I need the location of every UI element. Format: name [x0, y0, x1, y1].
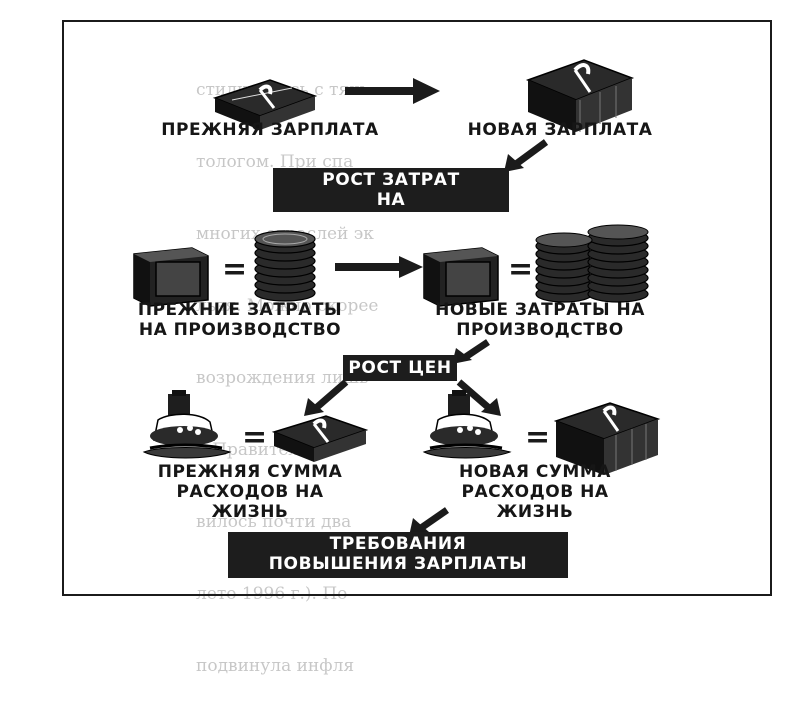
coins-piles-icon	[535, 224, 649, 303]
arrow-right-icon	[335, 256, 423, 278]
new-living-text: НОВАЯ СУММА РАСХОДОВ НА ЖИЗНЬ	[459, 462, 611, 522]
coins-stack-icon	[254, 230, 316, 302]
money-bundle-icon	[271, 415, 369, 462]
money-stack-icon	[553, 402, 661, 475]
old-costs-label: ПРЕЖНИЕ ЗАТРАТЫ НА ПРОИЗВОДСТВО	[120, 300, 360, 340]
price-growth-banner: РОСТ ЦЕН	[343, 355, 457, 381]
arrow-down-right-icon	[456, 379, 501, 416]
old-living-text: ПРЕЖНЯЯ СУММА РАСХОДОВ НА ЖИЗНЬ	[157, 462, 343, 522]
banner-text: ТРЕБОВАНИЯ ПОВЫШЕНИЯ ЗАРПЛАТЫ	[268, 534, 528, 574]
new-living-expenses-label: НОВАЯ СУММА РАСХОДОВ НА ЖИЗНЬ	[405, 462, 665, 522]
groceries-icon	[142, 390, 232, 459]
tv-box-icon	[423, 247, 499, 307]
new-costs-text: НОВЫЕ ЗАТРАТЫ НА ПРОИЗВОДСТВО	[435, 300, 645, 340]
new-costs-label: НОВЫЕ ЗАТРАТЫ НА ПРОИЗВОДСТВО	[420, 300, 660, 340]
old-costs-text: ПРЕЖНИЕ ЗАТРАТЫ НА ПРОИЗВОДСТВО	[137, 300, 343, 340]
arrow-down-left-icon	[452, 339, 490, 364]
background-line: подвинула инфля	[196, 656, 355, 676]
arrow-down-left-icon	[409, 507, 449, 536]
equals-sign: =	[222, 252, 248, 287]
money-bundle-icon	[212, 79, 318, 130]
old-salary-label: ПРЕЖНЯЯ ЗАРПЛАТА	[161, 120, 379, 140]
diagram-frame	[62, 20, 772, 596]
production-cost-growth-banner: РОСТ ЗАТРАТ НА ПРОИЗВОДСТВО	[273, 168, 509, 230]
arrow-down-left-icon	[304, 379, 349, 416]
equals-sign: =	[242, 420, 268, 455]
banner-text: РОСТ ЗАТРАТ НА ПРОИЗВОДСТВО	[306, 170, 476, 230]
equals-sign: =	[508, 252, 534, 287]
old-living-expenses-label: ПРЕЖНЯЯ СУММА РАСХОДОВ НА ЖИЗНЬ	[120, 462, 380, 522]
tv-box-icon	[133, 247, 209, 307]
new-salary-label: НОВАЯ ЗАРПЛАТА	[467, 120, 653, 140]
wage-demands-banner: ТРЕБОВАНИЯ ПОВЫШЕНИЯ ЗАРПЛАТЫ	[228, 532, 568, 578]
equals-sign: =	[525, 420, 551, 455]
money-stack-icon	[525, 59, 635, 132]
arrow-right-icon	[345, 78, 440, 104]
groceries-icon	[422, 390, 512, 459]
arrow-down-left-icon	[504, 139, 549, 172]
